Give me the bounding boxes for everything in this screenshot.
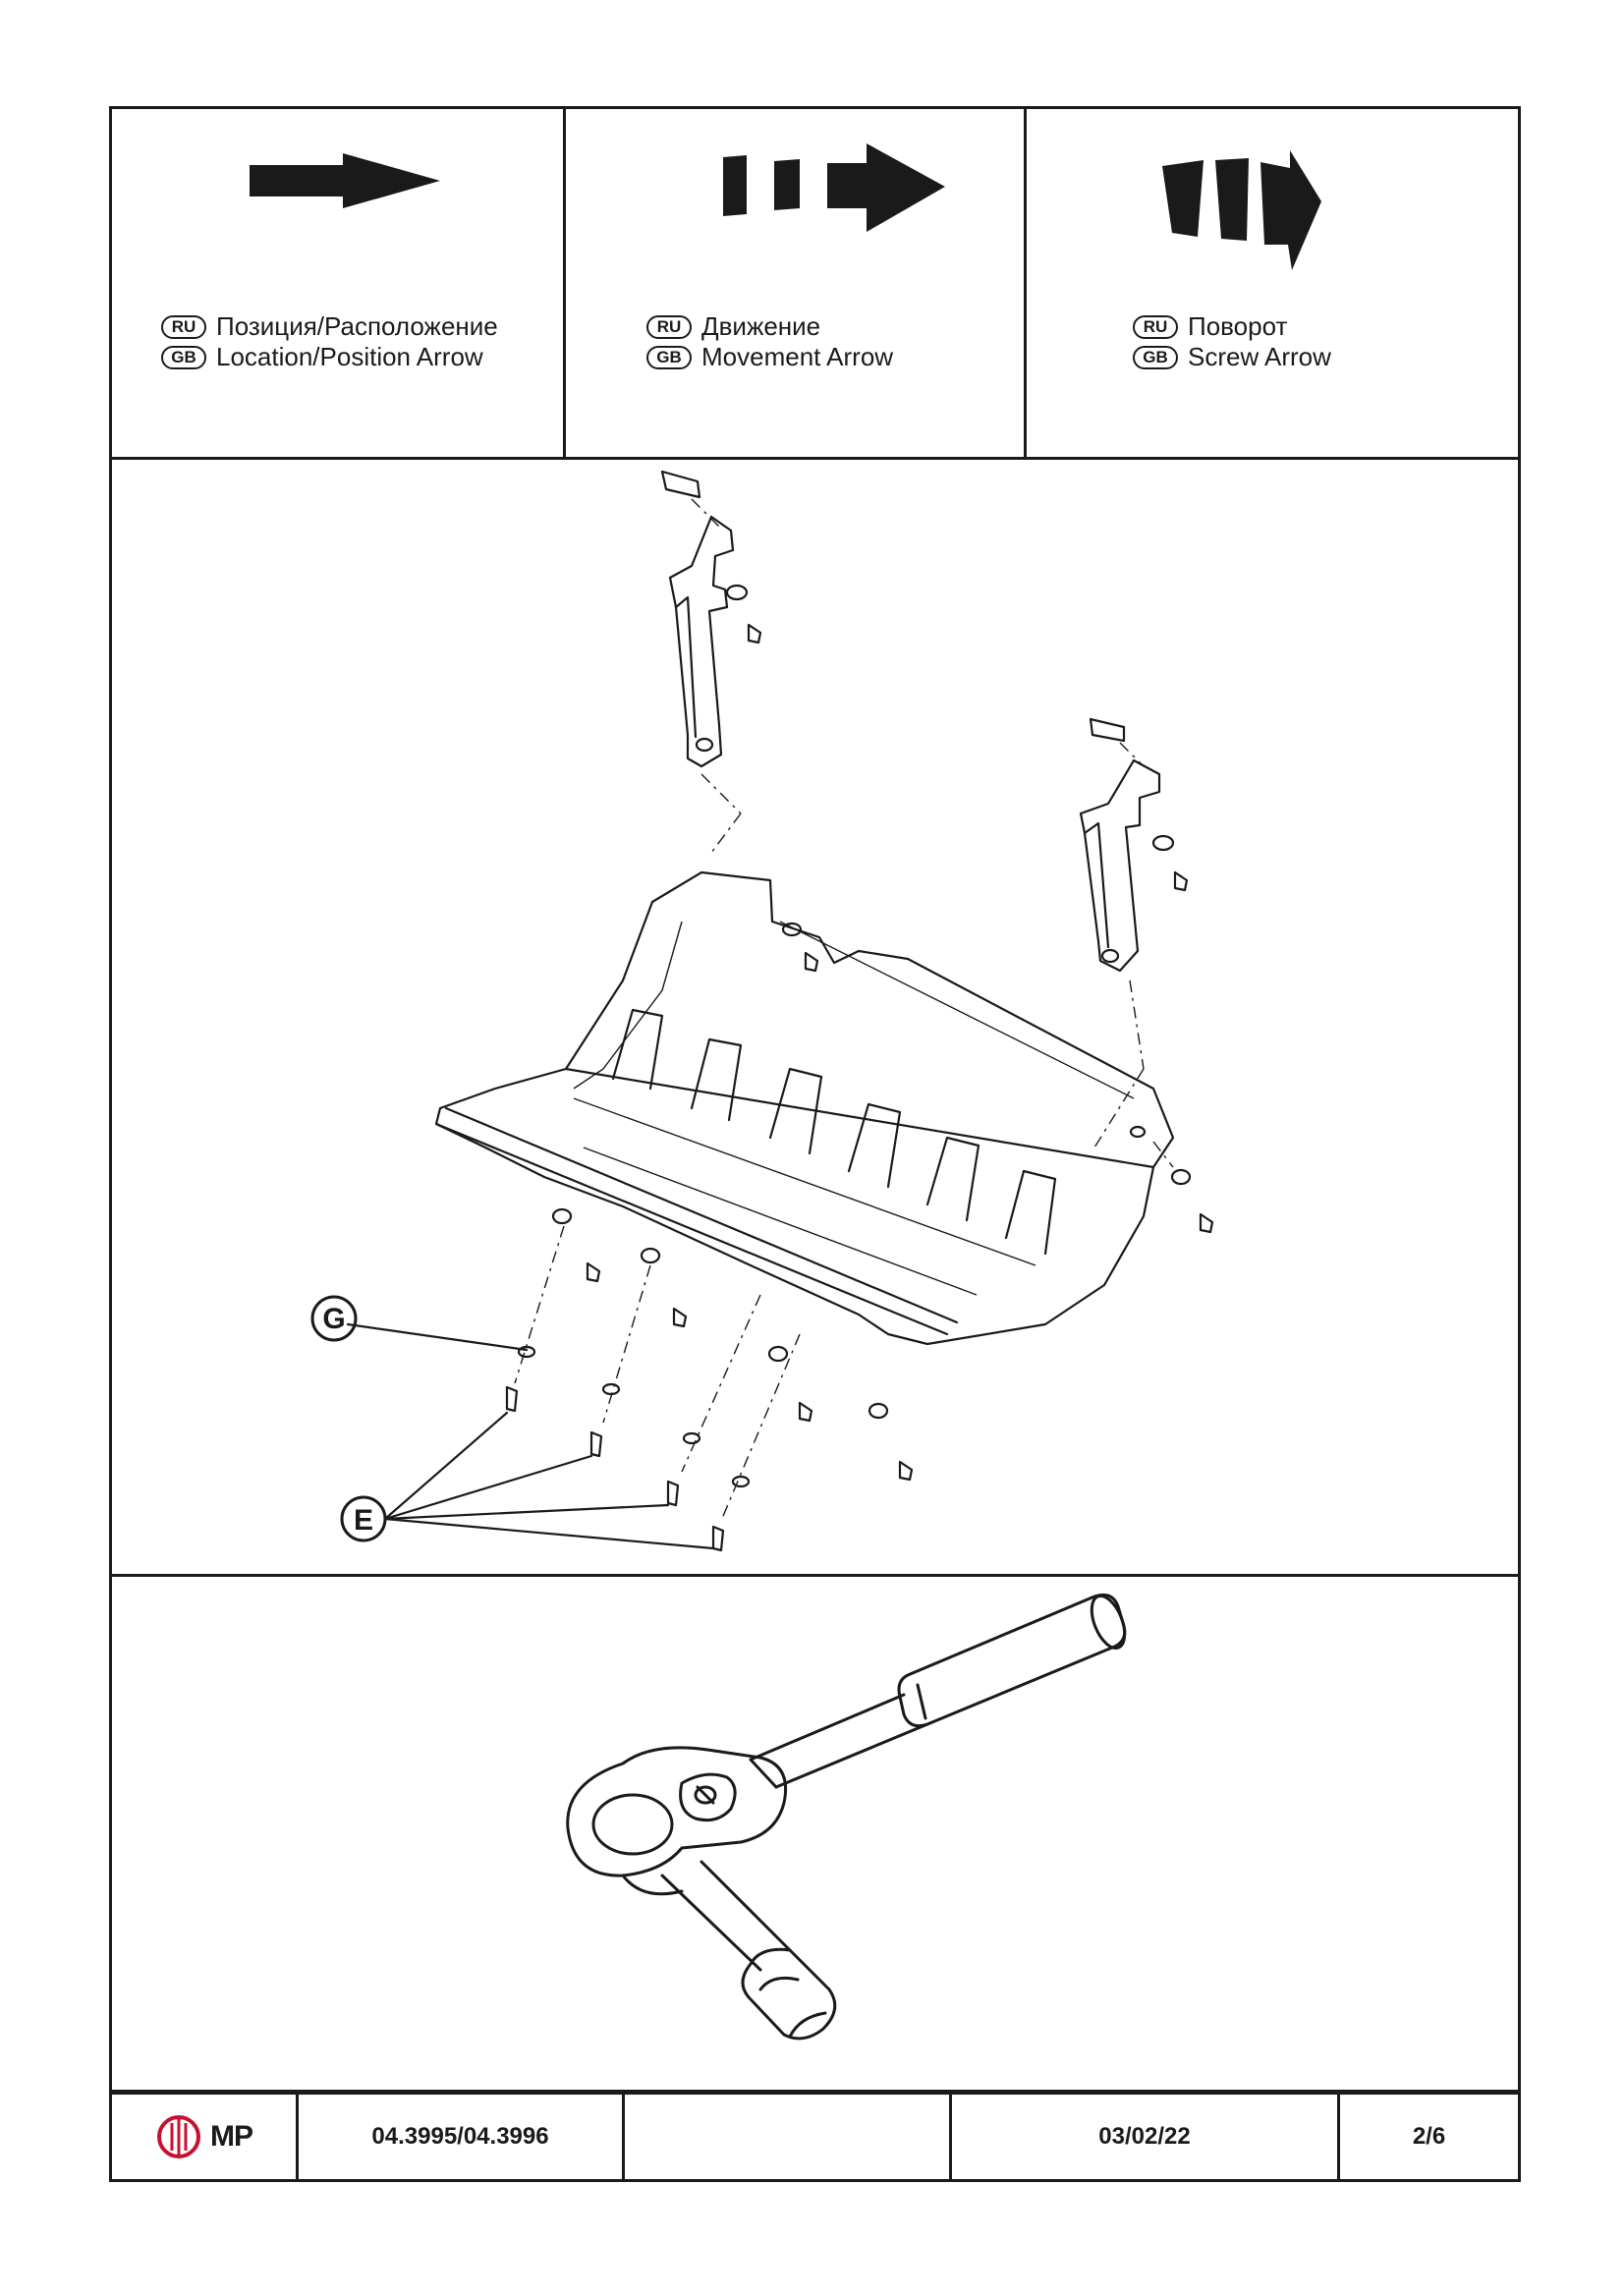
callout-e: E — [340, 1411, 715, 1550]
part-number: 04.3995/04.3996 — [299, 2095, 625, 2179]
company-logo: MP — [155, 2113, 253, 2160]
screw-arrow-icon — [1162, 150, 1321, 270]
right-bracket — [1079, 717, 1189, 1148]
title-block-footer: MP 04.3995/04.3996 03/02/22 2/6 — [112, 2090, 1518, 2179]
legend-gb-text: Movement Arrow — [701, 342, 894, 371]
callout-g: G — [310, 1295, 529, 1352]
gb-badge: GB — [1133, 345, 1178, 369]
ru-badge: RU — [646, 314, 692, 339]
legend-cell-screw: RU Поворот GB Screw Arrow — [1027, 109, 1518, 457]
legend-ru-text: Движение — [701, 311, 821, 341]
legend-gb-text: Screw Arrow — [1188, 342, 1331, 371]
legend-cell-movement: RU Движение GB Movement Arrow — [566, 109, 1027, 457]
legend-cell-location: RU Позиция/Расположение GB Location/Positi… — [112, 109, 566, 457]
assembly-diagram: G E — [112, 460, 1518, 1577]
tool-illustration-panel — [112, 1577, 1518, 2098]
legend-gb-text: Location/Position Arrow — [216, 342, 483, 371]
fasteners — [505, 1141, 1214, 1552]
movement-arrow-icon — [723, 143, 945, 232]
logo-text: MP — [210, 2120, 253, 2153]
left-bracket — [660, 470, 762, 854]
gb-badge: GB — [646, 345, 692, 369]
ru-badge: RU — [1133, 314, 1178, 339]
legend-ru-text: Поворот — [1188, 311, 1288, 341]
blank-field — [625, 2095, 952, 2179]
gb-badge: GB — [161, 345, 206, 369]
legend-ru-text: Позиция/Расположение — [216, 311, 498, 341]
skid-plate — [434, 870, 1175, 1346]
ru-badge: RU — [161, 314, 206, 339]
page-frame: RU Позиция/Расположение GB Location/Positi… — [109, 106, 1521, 2182]
skid-plate-ribs — [573, 1008, 1057, 1296]
ratchet-wrench-icon — [566, 1593, 1127, 2041]
skid-plate-exploded-view: G E — [310, 470, 1214, 1552]
page-number: 2/6 — [1412, 2123, 1446, 2150]
footer-logo-cell: MP — [112, 2095, 299, 2179]
location-arrow-icon — [250, 153, 440, 208]
mp-logo-icon — [157, 2115, 200, 2158]
document-date: 03/02/22 — [952, 2095, 1340, 2179]
arrow-legend: RU Позиция/Расположение GB Location/Positi… — [112, 109, 1518, 460]
callout-e-label: E — [354, 1504, 373, 1537]
callout-g-label: G — [322, 1303, 345, 1335]
